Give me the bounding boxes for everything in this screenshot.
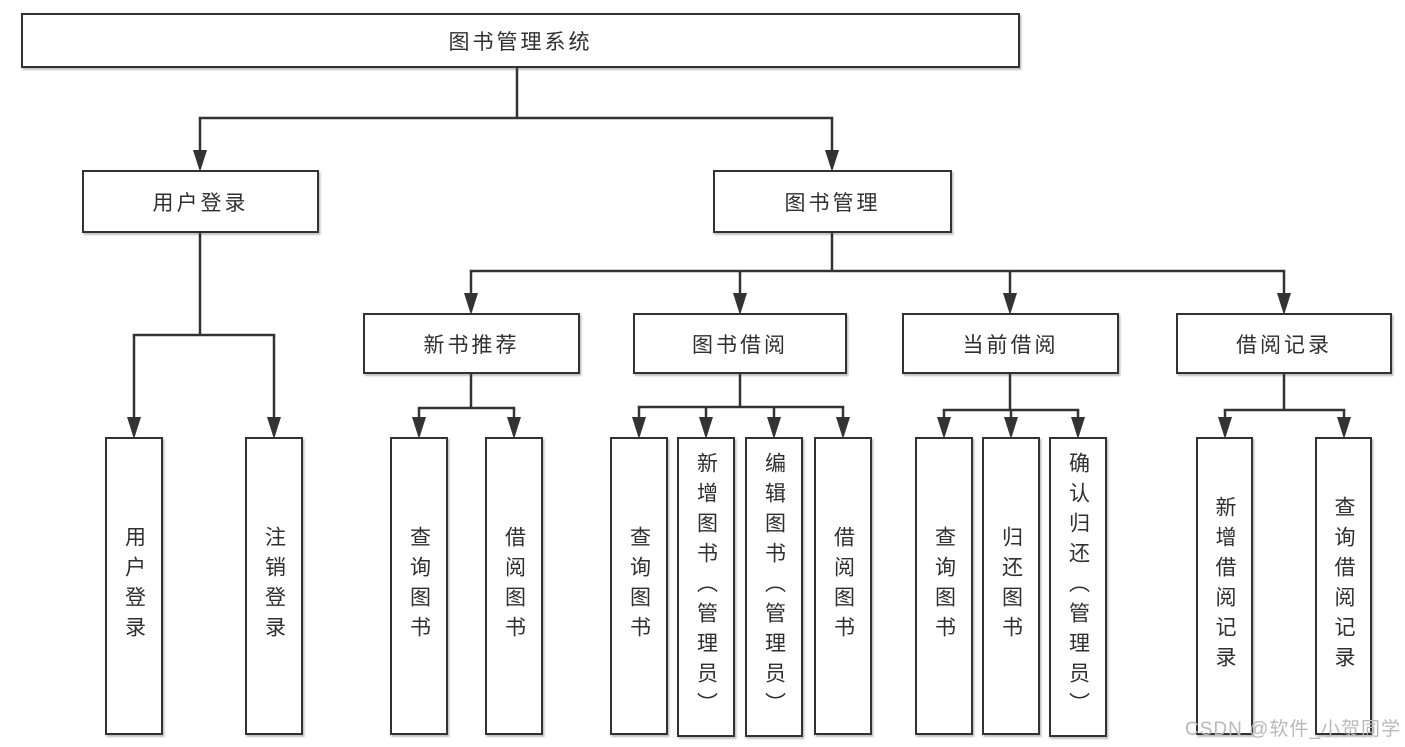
- leaf-nbr-borrow-books: 借阅图书: [485, 437, 543, 735]
- arrow-down-icon: [1218, 417, 1232, 439]
- node-user-login: 用户登录: [82, 170, 319, 233]
- leaf-bb-borrow-books: 借阅图书: [814, 437, 872, 735]
- node-root: 图书管理系统: [21, 13, 1020, 68]
- arrow-down-icon: [767, 417, 781, 439]
- arrow-down-icon: [937, 417, 951, 439]
- node-borrowing-records: 借阅记录: [1176, 313, 1392, 374]
- leaf-label: 归还图书: [999, 526, 1023, 646]
- leaf-br-query-borrow-record: 查询借阅记录: [1315, 437, 1372, 735]
- leaf-label: 查询图书: [627, 526, 651, 646]
- leaf-label: 查询借阅记录: [1332, 496, 1356, 676]
- arrow-down-icon: [836, 417, 850, 439]
- arrow-down-icon: [1003, 293, 1017, 315]
- leaf-bb-query-books: 查询图书: [610, 437, 668, 735]
- arrow-down-icon: [507, 417, 521, 439]
- edge-borrowing-records-to-leaves: [1218, 374, 1351, 439]
- arrow-down-icon: [699, 417, 713, 439]
- leaf-label: 用户登录: [122, 526, 146, 646]
- arrow-down-icon: [1337, 417, 1351, 439]
- edge-new-book-recommend-to-leaves: [412, 374, 521, 439]
- arrow-down-icon: [632, 417, 646, 439]
- leaf-br-add-borrow-record: 新增借阅记录: [1196, 437, 1253, 735]
- arrow-down-icon: [464, 293, 478, 315]
- leaf-label: 确认归还（管理员）: [1066, 452, 1090, 722]
- leaf-label: 新增图书（管理员）: [694, 452, 718, 722]
- arrow-down-icon: [412, 417, 426, 439]
- leaf-logout-login: 注销登录: [245, 437, 303, 735]
- edge-book-management-to-level3: [464, 233, 1291, 315]
- leaf-label: 注销登录: [262, 526, 286, 646]
- node-book-borrowing: 图书借阅: [633, 313, 847, 374]
- leaf-cb-return-books: 归还图书: [982, 437, 1040, 735]
- arrow-down-icon: [193, 150, 207, 172]
- edge-user-login-to-leaves: [127, 233, 281, 439]
- arrow-down-icon: [267, 417, 281, 439]
- csdn-watermark: CSDN @软件_小贺同学: [1185, 719, 1401, 740]
- leaf-label: 新增借阅记录: [1213, 496, 1237, 676]
- leaf-label: 编辑图书（管理员）: [762, 452, 786, 722]
- leaf-nbr-query-books: 查询图书: [390, 437, 448, 735]
- edge-current-borrowing-to-leaves: [937, 374, 1085, 439]
- arrow-down-icon: [733, 293, 747, 315]
- leaf-label: 借阅图书: [502, 526, 526, 646]
- edge-root-to-level2: [193, 68, 839, 172]
- leaf-cb-confirm-return-admin: 确认归还（管理员）: [1049, 437, 1107, 737]
- arrow-down-icon: [1004, 417, 1018, 439]
- arrow-down-icon: [1071, 417, 1085, 439]
- leaf-label: 查询图书: [932, 526, 956, 646]
- edge-book-borrowing-to-leaves: [632, 374, 850, 439]
- leaf-cb-query-books: 查询图书: [915, 437, 973, 735]
- arrow-down-icon: [1277, 293, 1291, 315]
- node-book-management: 图书管理: [713, 170, 952, 233]
- leaf-label: 借阅图书: [831, 526, 855, 646]
- arrow-down-icon: [825, 150, 839, 172]
- node-current-borrowing: 当前借阅: [902, 313, 1119, 374]
- arrow-down-icon: [127, 417, 141, 439]
- leaf-label: 查询图书: [407, 526, 431, 646]
- leaf-bb-edit-books-admin: 编辑图书（管理员）: [745, 437, 803, 737]
- leaf-bb-add-books-admin: 新增图书（管理员）: [677, 437, 735, 737]
- leaf-user-login: 用户登录: [105, 437, 163, 735]
- node-new-book-recommend: 新书推荐: [363, 313, 580, 374]
